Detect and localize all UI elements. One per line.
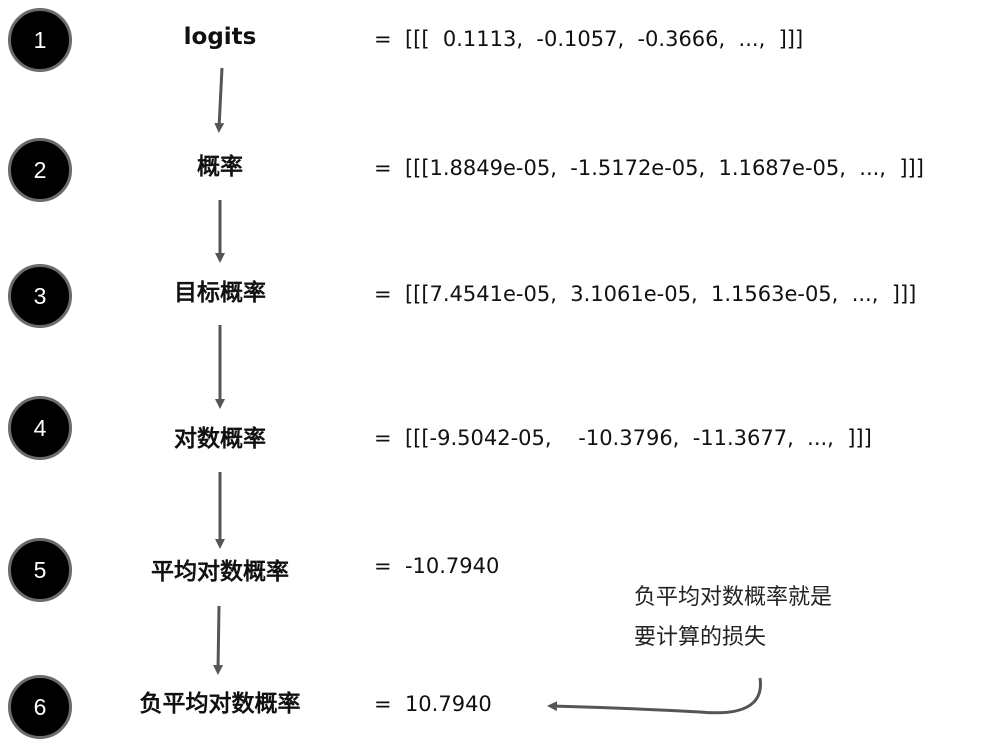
step-4-value: = [[[-9.5042-05, -10.3796, -11.3677, ...… [374, 426, 872, 450]
step-2-circle: 2 [8, 138, 72, 202]
step-1-label: logits [183, 24, 257, 50]
arrow-5-to-6 [213, 605, 224, 675]
step-5-label: 平均对数概率 [151, 559, 289, 585]
note-arrow [547, 677, 762, 715]
loss-note-line-2: 要计算的损失 [634, 625, 767, 650]
step-5-value: = -10.7940 [374, 554, 500, 578]
loss-note: 负平均对数概率就是 要计算的损失 [634, 578, 832, 658]
step-1-number: 1 [33, 26, 47, 53]
step-1-circle: 1 [8, 8, 72, 72]
step-6-number: 6 [33, 693, 47, 720]
step-5-number: 5 [33, 556, 47, 583]
step-2-number: 2 [33, 156, 47, 183]
step-4-number: 4 [33, 414, 47, 441]
step-4-circle: 4 [8, 396, 72, 460]
step-1-value: = [[[ 0.1113, -0.1057, -0.3666, ..., ]]] [374, 27, 804, 51]
step-6-label: 负平均对数概率 [139, 691, 301, 717]
step-4-label: 对数概率 [174, 426, 266, 452]
step-6-circle: 6 [8, 675, 72, 739]
step-3-circle: 3 [8, 264, 72, 328]
step-3-label: 目标概率 [174, 280, 266, 306]
step-2-label: 概率 [197, 154, 243, 180]
step-2-value: = [[[1.8849e-05, -1.5172e-05, 1.1687e-05… [374, 156, 924, 180]
step-3-number: 3 [33, 282, 47, 309]
arrow-1-to-2 [214, 67, 225, 133]
step-3-value: = [[[7.4541e-05, 3.1061e-05, 1.1563e-05,… [374, 282, 917, 306]
step-6-value: = 10.7940 [374, 692, 492, 716]
loss-note-line-1: 负平均对数概率就是 [634, 585, 833, 610]
step-5-circle: 5 [8, 538, 72, 602]
